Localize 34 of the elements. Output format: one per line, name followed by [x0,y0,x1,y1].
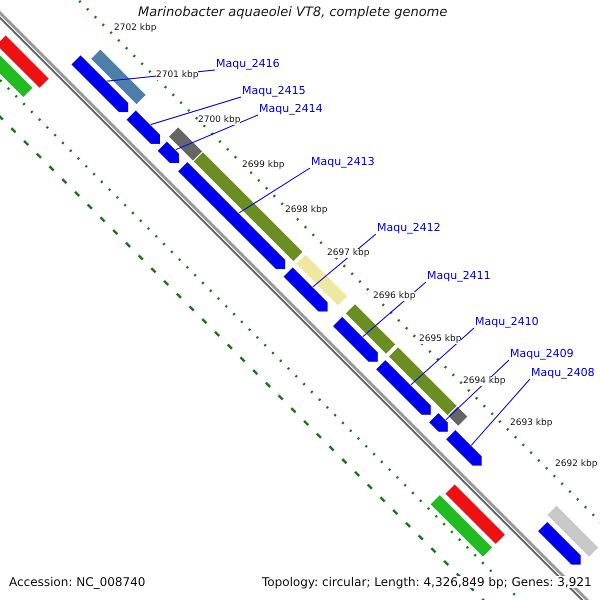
gene-name-label: Maqu_2408 [531,367,595,378]
scale-tick-label: 2698 kbp [285,206,328,215]
leader-line [238,168,310,214]
title: Marinobacter aquaeolei VT8, complete genome [138,6,448,19]
leader-line [410,328,474,386]
gene-name-label: Maqu_2416 [216,58,280,69]
footer-text: Accession: NC_008740 [9,576,146,588]
gene-feature-block [125,109,161,145]
leader-line [445,360,510,420]
gene-feature-block [536,520,582,566]
gene-name-label: Maqu_2412 [377,222,441,233]
gene-feature-block [374,358,432,416]
gene-feature-block [332,316,379,363]
leader-line [175,114,258,150]
gene-feature-block [70,54,130,114]
gene-name-label: Maqu_2413 [311,156,375,167]
gene-feature-block [156,140,180,164]
gene-name-label: Maqu_2411 [427,270,491,281]
gene-name-label: Maqu_2415 [242,85,306,96]
gene-name-label: Maqu_2409 [510,348,574,359]
gene-feature-block [176,160,286,270]
scale-tick-label: 2700 kbp [198,116,240,125]
scale-tick-label: 2692 kbp [555,460,598,469]
gene-feature-block [428,412,449,433]
gene-feature-block [444,428,483,467]
leader-line [150,96,242,126]
gene-feature-block [282,266,329,312]
footer-text: Topology: circular; Length: 4,326,849 bp; Genes: 3,921 [262,576,592,588]
gene-name-label: Maqu_2414 [259,103,323,114]
gene-name-label: Maqu_2410 [475,316,539,327]
leader-line [470,378,530,446]
scale-tick-label: 2701 kbp [156,71,198,80]
scale-tick-label: 2699 kbp [242,161,284,170]
scale-tick-label: 2694 kbp [463,377,506,386]
